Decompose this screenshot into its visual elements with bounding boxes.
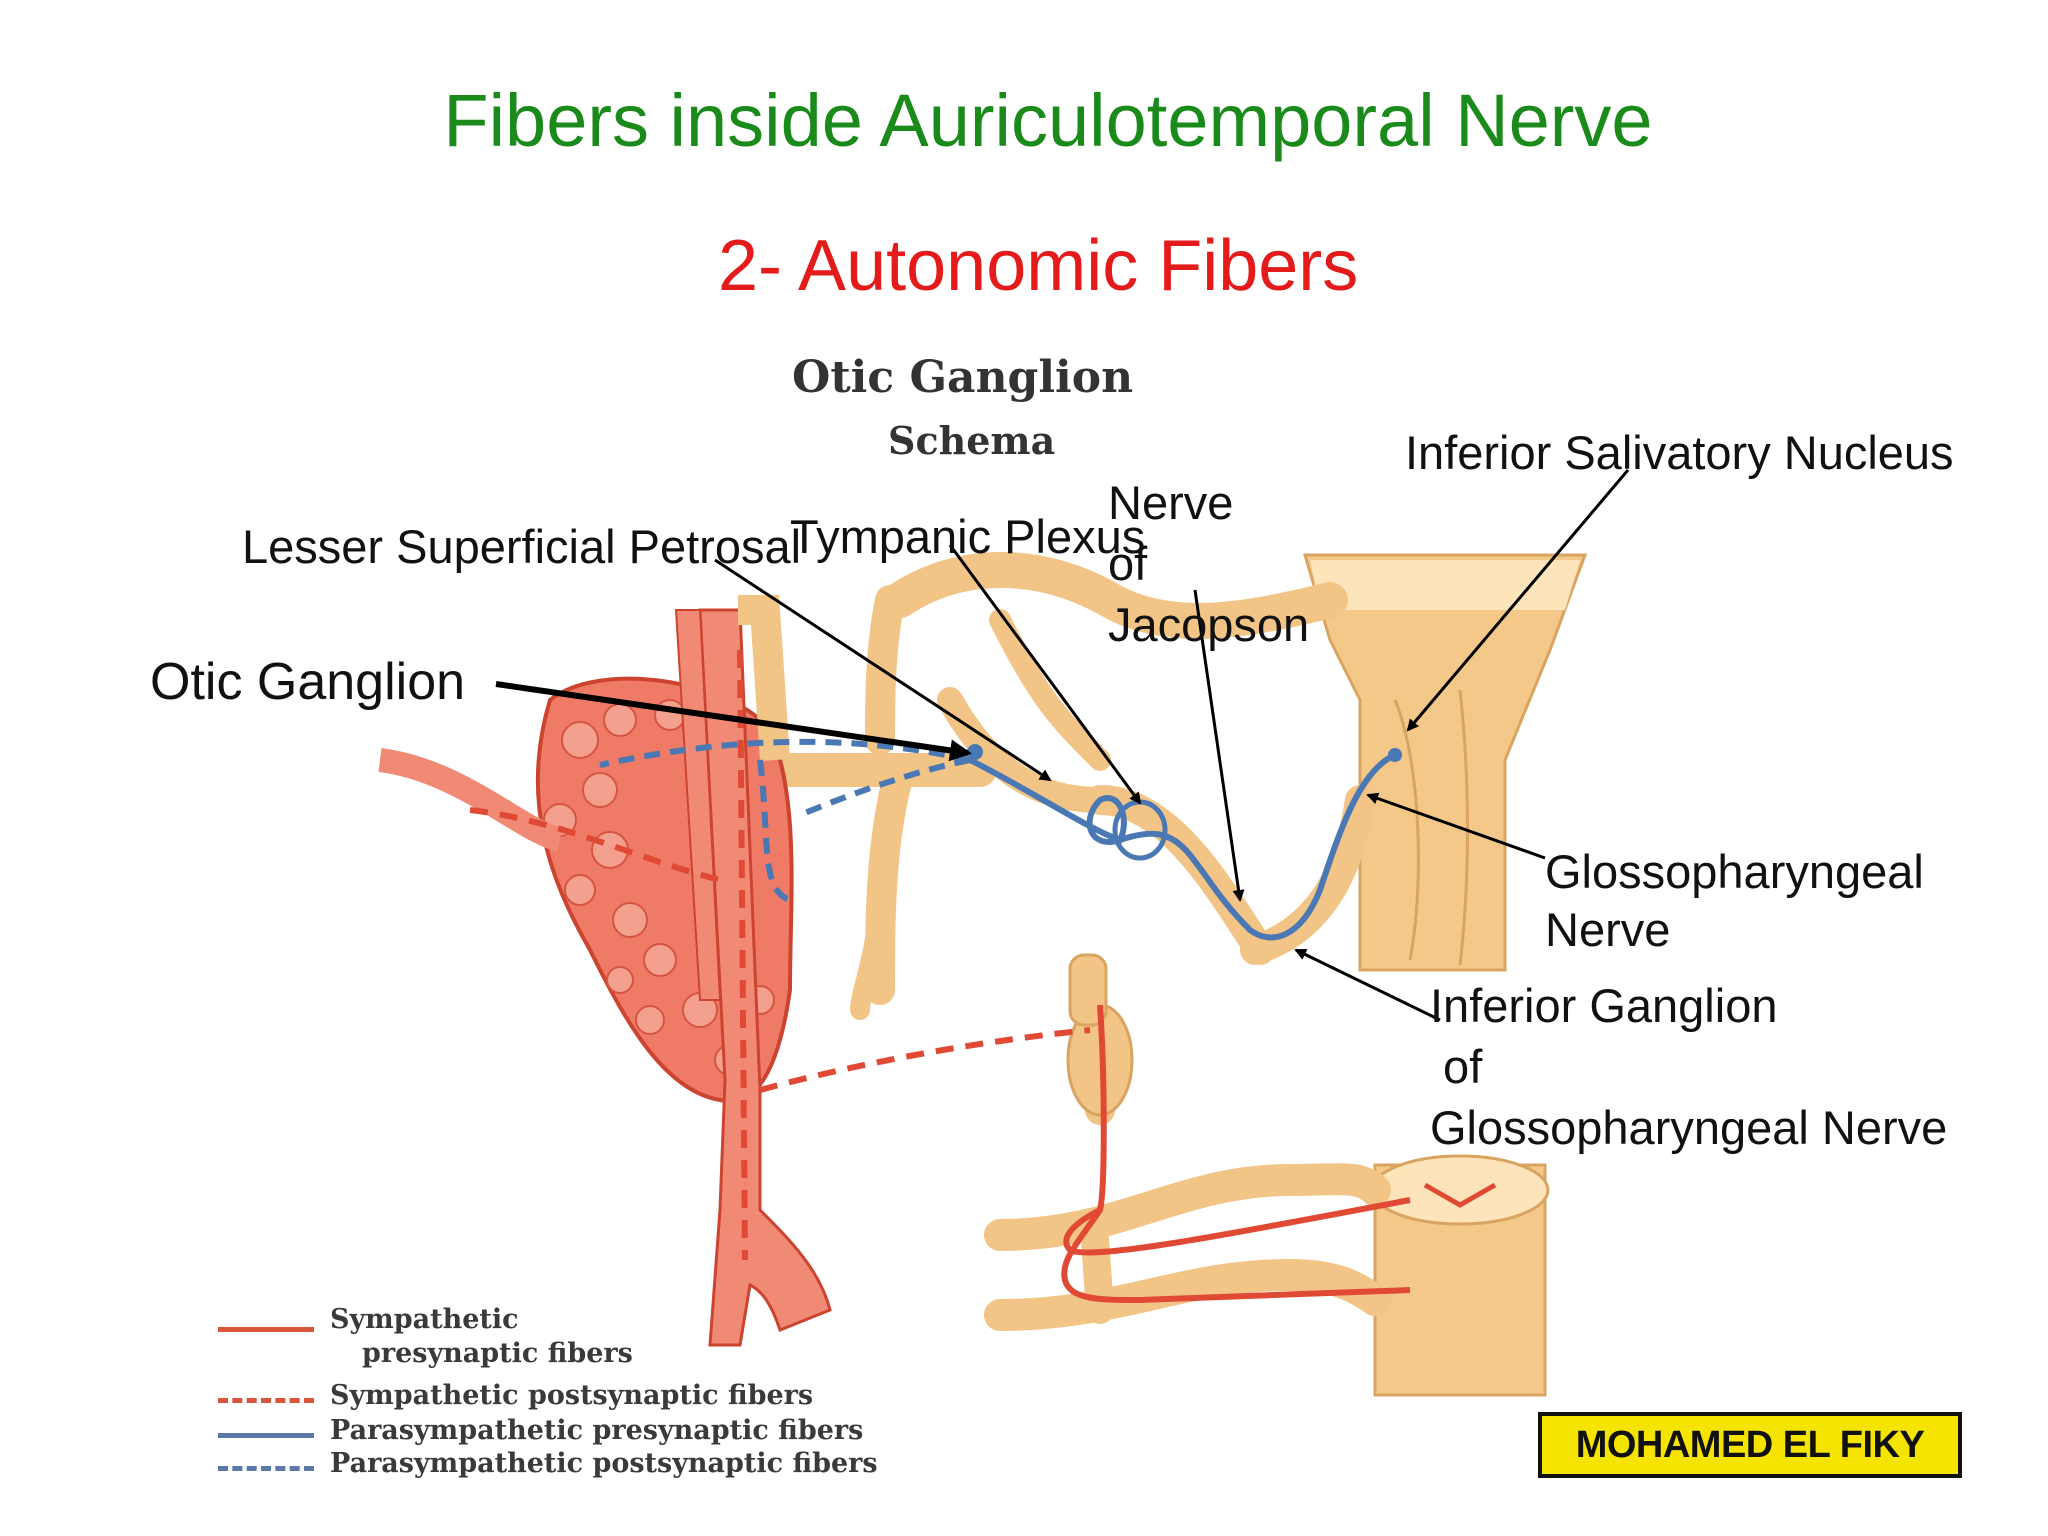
medulla-block bbox=[1302, 553, 1588, 972]
legend-label-para-pre: Parasympathetic presynaptic fibers bbox=[330, 1415, 864, 1446]
nerve-of-jacobson-arrow bbox=[1193, 589, 1245, 902]
legend-line-para-post bbox=[218, 1466, 314, 1471]
label-otic-ganglion: Otic Ganglion bbox=[150, 653, 466, 711]
sympathetic-fibers bbox=[469, 649, 1411, 1304]
slide-subtitle: 2- Autonomic Fibers bbox=[718, 226, 1359, 306]
figure-subheading: Schema bbox=[888, 418, 1056, 463]
carotid-artery bbox=[378, 608, 832, 1347]
legend-label-para-post: Parasympathetic postsynaptic fibers bbox=[330, 1448, 878, 1479]
label-tympanic-plexus: Tympanic Plexus bbox=[790, 510, 1146, 563]
label-lesser-superficial-petrosal: Lesser Superficial Petrosal bbox=[242, 520, 802, 573]
otic-ganglion-arrow bbox=[495, 681, 972, 762]
legend-label-sym-pre: Sympathetic bbox=[330, 1304, 519, 1335]
label-glossopharyngeal-nerve: Glossopharyngeal Nerve bbox=[1545, 845, 1924, 956]
inferior-ganglion-arrow bbox=[1294, 948, 1441, 1022]
label-inferior-salivatory-nucleus: Inferior Salivatory Nucleus bbox=[1405, 426, 1954, 479]
glossopharyngeal-arrow bbox=[1366, 792, 1546, 860]
label-inferior-ganglion: Inferior Ganglion of Glossopharyngeal Ne… bbox=[1430, 979, 1948, 1154]
legend-line-sym-post bbox=[218, 1398, 314, 1403]
legend-label-sym-pre-2: presynaptic fibers bbox=[362, 1338, 633, 1369]
legend-line-sym-pre bbox=[218, 1327, 314, 1332]
author-logo-text: MOHAMED EL FIKY bbox=[1575, 1423, 1925, 1466]
tympanic-plexus-arrow bbox=[948, 544, 1142, 805]
spinal-cord-block bbox=[1370, 1154, 1550, 1397]
parasympathetic-fibers bbox=[599, 738, 1397, 941]
inferior-salivatory-arrow bbox=[1406, 469, 1630, 732]
slide-title: Fibers inside Auriculotemporal Nerve bbox=[443, 79, 1653, 162]
label-nerve-of-jacobson: Nerve of Jacopson bbox=[1108, 476, 1310, 651]
lesser-petrosal-arrow bbox=[714, 558, 1052, 782]
author-logo: MOHAMED EL FIKY bbox=[1538, 1412, 1962, 1478]
legend-line-para-pre bbox=[218, 1433, 314, 1438]
legend-label-sym-post: Sympathetic postsynaptic fibers bbox=[330, 1380, 814, 1411]
figure-heading: Otic Ganglion bbox=[792, 352, 1134, 403]
